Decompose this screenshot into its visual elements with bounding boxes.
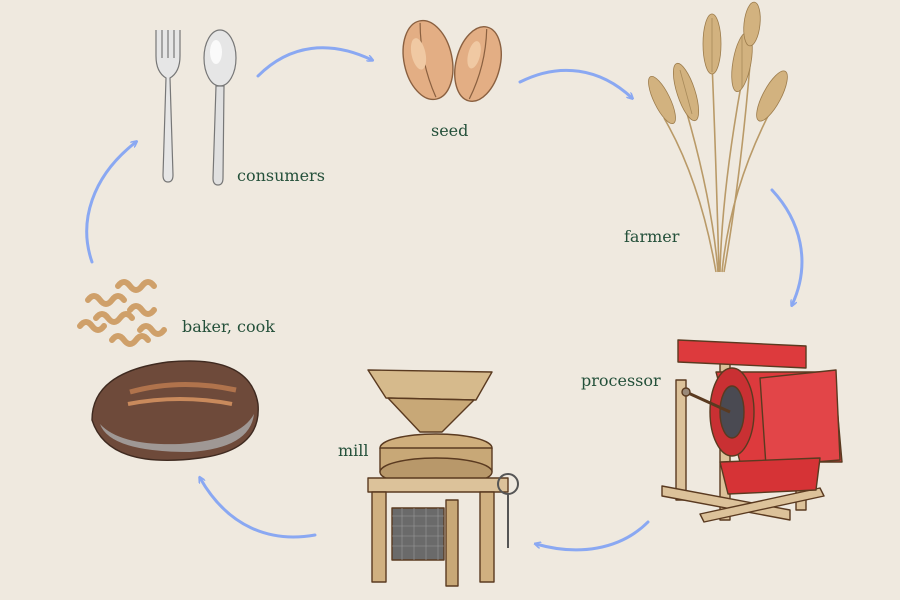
processor-machine-icon <box>661 339 843 523</box>
arrow-farmer-to-processor <box>770 188 804 305</box>
mill-icon <box>367 369 519 587</box>
baker-label: baker, cook <box>182 317 275 336</box>
fork-icon <box>155 30 181 183</box>
arrow-baker-to-consumers <box>85 142 136 264</box>
arrow-processor-to-mill <box>536 520 650 552</box>
wheat-icon <box>648 1 788 273</box>
farmer-label: farmer <box>624 227 680 246</box>
bread-icon <box>91 360 259 461</box>
arrow-seed-to-farmer <box>518 68 632 98</box>
cycle-arrows <box>85 46 804 552</box>
spoon-icon <box>203 29 237 186</box>
mill-label: mill <box>338 441 369 460</box>
processor-label: processor <box>581 371 661 390</box>
arrow-consumers-to-seed <box>256 46 372 78</box>
fork-spoon-icon <box>155 29 237 186</box>
arrow-mill-to-baker <box>200 478 317 539</box>
bread-pasta-icon <box>77 279 259 461</box>
consumers-label: consumers <box>237 166 325 185</box>
seed-icon <box>402 19 502 102</box>
pasta-icon <box>77 279 167 347</box>
seed-label: seed <box>431 121 469 140</box>
